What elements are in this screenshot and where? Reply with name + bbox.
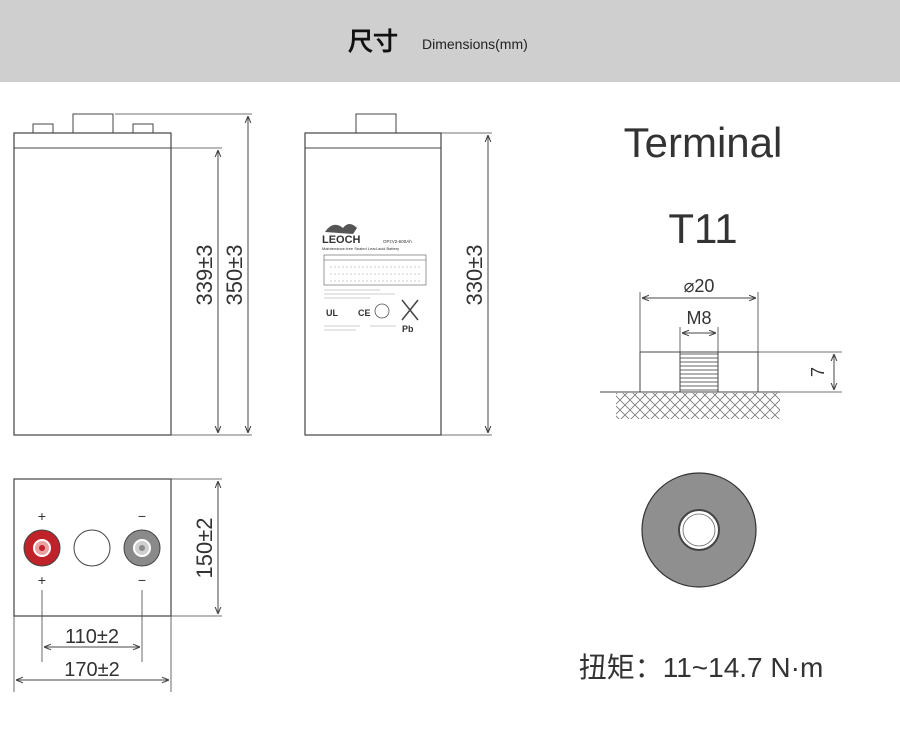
dim-label-339: 339±3 <box>192 244 217 305</box>
product-label: LEOCH OPzV2-600Ah Maintenance-free Seale… <box>322 224 427 334</box>
terminal-title: Terminal <box>624 119 783 166</box>
dim-label-d20: ⌀20 <box>684 276 715 296</box>
side-body <box>304 132 442 436</box>
label-subtitle: Maintenance-free Sealed Lead-acid Batter… <box>322 246 399 251</box>
label-spec-box <box>323 254 427 286</box>
side-vent-cap <box>355 113 397 135</box>
header-banner: 尺寸 Dimensions(mm) <box>0 0 900 82</box>
cert-ul-icon: UL <box>326 308 338 318</box>
dim-label-m8: M8 <box>686 308 711 328</box>
cert-ce-icon: CE <box>358 308 371 318</box>
terminal-model: T11 <box>668 205 737 252</box>
label-brand: LEOCH <box>322 234 361 246</box>
dim-label-110: 110±2 <box>65 626 119 648</box>
threaded-insert <box>679 351 719 393</box>
cert-pb-icon: Pb <box>402 324 414 334</box>
side-view: LEOCH OPzV2-600Ah Maintenance-free Seale… <box>304 113 492 436</box>
brand-logo-icon <box>325 224 357 234</box>
positive-symbol-top: + <box>38 508 46 524</box>
negative-symbol-bottom: − <box>138 572 146 588</box>
label-model: OPzV2-600Ah <box>383 239 412 244</box>
dim-label-350: 350±3 <box>222 244 247 305</box>
front-view: 339±3 350±3 <box>13 113 252 436</box>
dim-label-7: 7 <box>808 367 828 377</box>
top-view: + + − − 150±2 110±2 170±2 <box>13 478 222 692</box>
front-vent-cap <box>72 113 114 135</box>
dim-label-150: 150±2 <box>192 517 217 578</box>
ground-hatch <box>616 393 780 419</box>
negative-symbol-top: − <box>138 508 146 524</box>
positive-symbol-bottom: + <box>38 572 46 588</box>
vent-plug <box>73 529 111 567</box>
crossed-bin-icon <box>401 299 419 321</box>
front-body <box>13 132 172 436</box>
terminal-detail: Terminal T11 ⌀20 M8 7 扭矩：11~14.7 N·m <box>579 119 842 683</box>
dimensions-title-cn: 尺寸 <box>348 27 399 56</box>
dim-label-330: 330±3 <box>462 244 487 305</box>
dimensions-title-en: Dimensions(mm) <box>422 36 528 52</box>
torque-spec: 扭矩：11~14.7 N·m <box>579 652 824 683</box>
dim-label-170: 170±2 <box>64 659 119 681</box>
recycle-icon <box>374 303 390 319</box>
